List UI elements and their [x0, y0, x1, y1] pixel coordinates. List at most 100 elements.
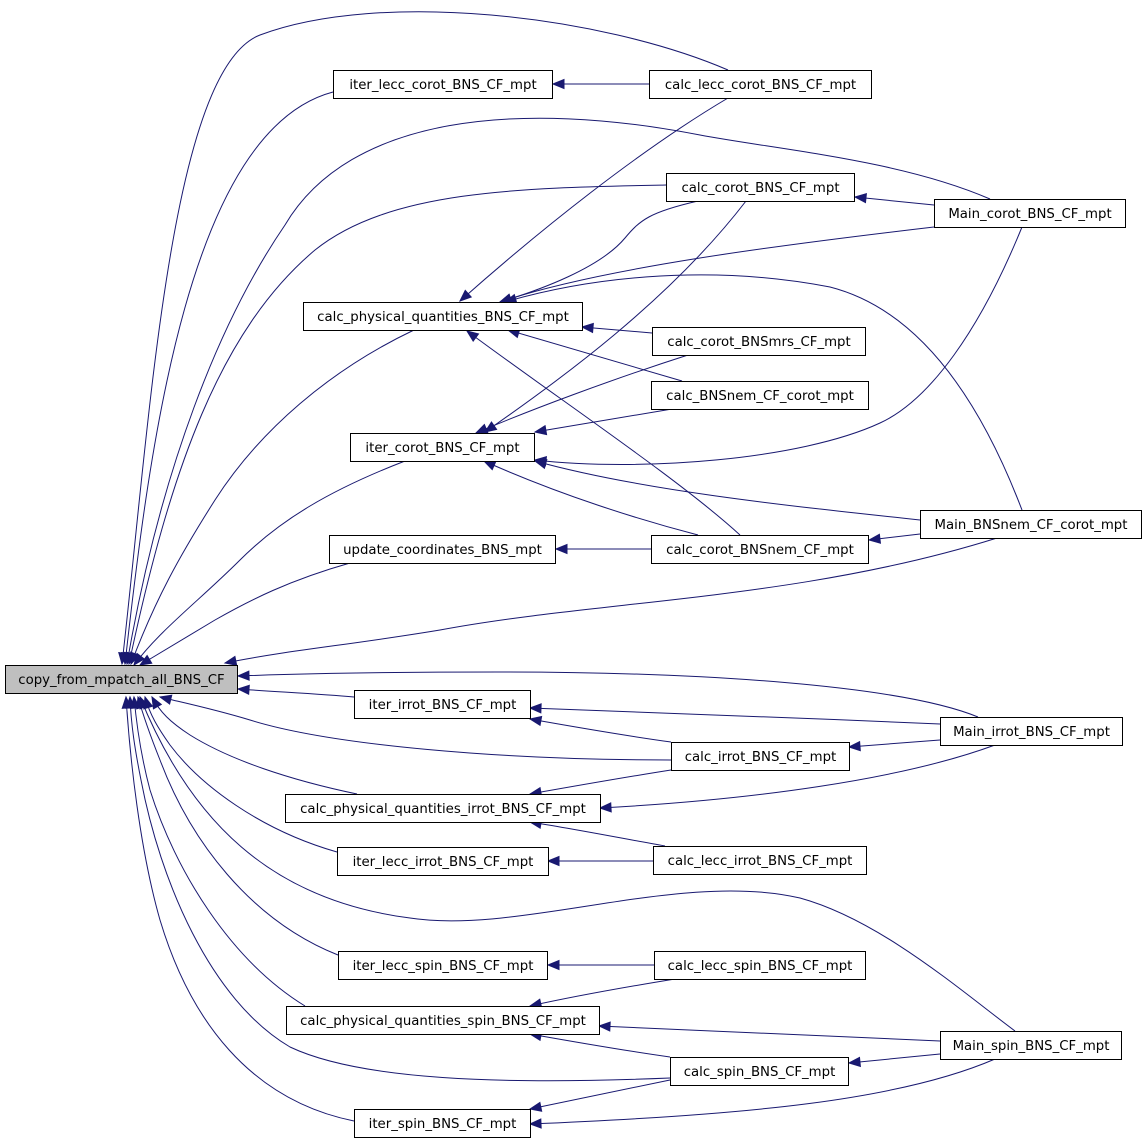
- node-iter-spin-bns-cf-mpt[interactable]: iter_spin_BNS_CF_mpt: [354, 1109, 531, 1138]
- node-calc-corot-bnsnem-cf-mpt[interactable]: calc_corot_BNSnem_CF_mpt: [651, 535, 869, 564]
- edge-main-bnsnem-cf-corot-mpt-to-calc-physical-quantities-bns-cf-mpt: [503, 274, 1023, 511]
- arrowhead: [236, 684, 250, 696]
- node-box[interactable]: [940, 1031, 1122, 1060]
- node-box[interactable]: [651, 535, 869, 564]
- edge-line: [130, 329, 415, 665]
- node-box[interactable]: [651, 381, 869, 410]
- node-calc-lecc-spin-bns-cf-mpt[interactable]: calc_lecc_spin_BNS_CF_mpt: [654, 951, 866, 980]
- edge-main-bnsnem-cf-corot-mpt-to-calc-corot-bnsnem-cf-mpt: [867, 533, 921, 544]
- node-label: calc_physical_quantities_BNS_CF_mpt: [317, 310, 569, 325]
- edge-main-corot-bns-cf-mpt-to-calc-corot-bns-cf-mpt: [853, 192, 935, 206]
- node-box[interactable]: [329, 535, 556, 564]
- edge-calc-spin-bns-cf-mpt-to-iter-spin-bns-cf-mpt: [528, 1079, 671, 1112]
- node-calc-physical-quantities-spin-bns-cf-mpt[interactable]: calc_physical_quantities_spin_BNS_CF_mpt: [286, 1006, 600, 1035]
- node-box[interactable]: [286, 1006, 600, 1035]
- node-box[interactable]: [303, 302, 583, 331]
- node-label: calc_irrot_BNS_CF_mpt: [685, 750, 837, 765]
- nodes-layer: copy_from_mpatch_all_BNS_CF iter_lecc_cor…: [5, 70, 1142, 1138]
- arrowhead: [867, 533, 882, 544]
- node-box[interactable]: [649, 70, 872, 99]
- edge-calc-lecc-irrot-bns-cf-mpt-to-iter-lecc-irrot-bns-cf-mpt: [546, 855, 653, 867]
- edge-calc-lecc-corot-bns-cf-mpt-to-calc-physical-quantities-bns-cf-mpt: [459, 97, 729, 302]
- edge-main-spin-bns-cf-mpt-to-calc-physical-quantities-spin-bns-cf-mpt: [597, 1021, 941, 1042]
- node-calc-lecc-corot-bns-cf-mpt[interactable]: calc_lecc_corot_BNS_CF_mpt: [649, 70, 872, 99]
- node-label: iter_lecc_corot_BNS_CF_mpt: [349, 78, 536, 93]
- edge-line: [133, 696, 306, 1007]
- node-box[interactable]: [5, 665, 238, 694]
- node-calc-lecc-irrot-bns-cf-mpt[interactable]: calc_lecc_irrot_BNS_CF_mpt: [653, 846, 867, 875]
- edge-line: [848, 739, 941, 748]
- node-copy-from-mpatch-all-bns-cf[interactable]: copy_from_mpatch_all_BNS_CF: [5, 665, 238, 694]
- edge-calc-corot-bns-cf-mpt-to-calc-physical-quantities-bns-cf-mpt: [498, 200, 699, 304]
- node-calc-irrot-bns-cf-mpt[interactable]: calc_irrot_BNS_CF_mpt: [671, 742, 850, 771]
- node-iter-irrot-bns-cf-mpt[interactable]: iter_irrot_BNS_CF_mpt: [354, 690, 531, 719]
- node-label: Main_irrot_BNS_CF_mpt: [953, 725, 1110, 740]
- arrowhead: [847, 740, 861, 752]
- arrowhead: [459, 289, 473, 302]
- node-box[interactable]: [285, 794, 601, 823]
- node-calc-bnsnem-cf-corot-mpt[interactable]: calc_BNSnem_CF_corot_mpt: [651, 381, 869, 410]
- node-label: iter_lecc_spin_BNS_CF_mpt: [353, 959, 534, 974]
- node-box[interactable]: [350, 433, 535, 462]
- edge-calc-irrot-bns-cf-mpt-to-iter-irrot-bns-cf-mpt: [528, 715, 672, 743]
- node-iter-lecc-corot-bns-cf-mpt[interactable]: iter_lecc_corot_BNS_CF_mpt: [333, 70, 553, 99]
- node-box[interactable]: [940, 717, 1123, 746]
- edge-main-bnsnem-cf-corot-mpt-to-copy-from-mpatch-all-bns-cf: [223, 537, 998, 666]
- node-calc-corot-bns-cf-mpt[interactable]: calc_corot_BNS_CF_mpt: [666, 173, 855, 202]
- node-iter-lecc-spin-bns-cf-mpt[interactable]: iter_lecc_spin_BNS_CF_mpt: [338, 951, 548, 980]
- node-box[interactable]: [666, 173, 855, 202]
- node-box[interactable]: [654, 951, 866, 980]
- node-box[interactable]: [338, 951, 548, 980]
- edge-calc-physical-quantities-bns-cf-mpt-to-copy-from-mpatch-all-bns-cf: [130, 329, 415, 666]
- node-box[interactable]: [333, 70, 553, 99]
- node-box[interactable]: [671, 742, 850, 771]
- node-box[interactable]: [652, 327, 866, 356]
- edge-update-coordinates-bns-mpt-to-copy-from-mpatch-all-bns-cf: [138, 562, 351, 666]
- node-box[interactable]: [653, 846, 867, 875]
- node-label: iter_spin_BNS_CF_mpt: [369, 1117, 517, 1132]
- edge-line: [534, 226, 1023, 465]
- node-label: calc_corot_BNSmrs_CF_mpt: [667, 335, 850, 350]
- edge-line: [848, 1053, 941, 1064]
- node-box[interactable]: [337, 847, 549, 876]
- edge-line: [151, 696, 358, 795]
- arrowhead: [597, 1021, 611, 1032]
- arrowhead: [465, 330, 480, 343]
- edge-line: [125, 696, 355, 1122]
- edge-line: [581, 326, 653, 334]
- node-main-spin-bns-cf-mpt[interactable]: Main_spin_BNS_CF_mpt: [940, 1031, 1122, 1060]
- edge-line: [529, 821, 666, 847]
- edge-iter-irrot-bns-cf-mpt-to-copy-from-mpatch-all-bns-cf: [236, 684, 355, 698]
- node-box[interactable]: [670, 1057, 849, 1086]
- node-label: calc_lecc_irrot_BNS_CF_mpt: [668, 854, 853, 869]
- node-main-corot-bns-cf-mpt[interactable]: Main_corot_BNS_CF_mpt: [934, 199, 1126, 228]
- edge-line: [529, 707, 941, 725]
- arrowhead: [528, 1118, 542, 1129]
- node-box[interactable]: [354, 690, 531, 719]
- node-calc-spin-bns-cf-mpt[interactable]: calc_spin_BNS_CF_mpt: [670, 1057, 849, 1086]
- node-update-coordinates-bns-mpt[interactable]: update_coordinates_BNS_mpt: [329, 535, 556, 564]
- edge-iter-spin-bns-cf-mpt-to-copy-from-mpatch-all-bns-cf: [121, 695, 355, 1122]
- node-calc-physical-quantities-bns-cf-mpt[interactable]: calc_physical_quantities_BNS_CF_mpt: [303, 302, 583, 331]
- node-box[interactable]: [920, 510, 1142, 539]
- node-calc-corot-bnsmrs-cf-mpt[interactable]: calc_corot_BNSmrs_CF_mpt: [652, 327, 866, 356]
- node-label: Main_spin_BNS_CF_mpt: [953, 1039, 1110, 1054]
- edge-iter-lecc-corot-bns-cf-mpt-to-copy-from-mpatch-all-bns-cf: [121, 91, 334, 666]
- edge-calc-irrot-bns-cf-mpt-to-calc-physical-quantities-irrot-bns-cf-mpt: [528, 769, 672, 798]
- node-main-bnsnem-cf-corot-mpt[interactable]: Main_BNSnem_CF_corot_mpt: [920, 510, 1142, 539]
- node-iter-corot-bns-cf-mpt[interactable]: iter_corot_BNS_CF_mpt: [350, 433, 535, 462]
- edge-line: [529, 769, 672, 795]
- node-calc-physical-quantities-irrot-bns-cf-mpt[interactable]: calc_physical_quantities_irrot_BNS_CF_mp…: [285, 794, 601, 823]
- edge-calc-lecc-corot-bns-cf-mpt-to-copy-from-mpatch-all-bns-cf: [118, 11, 729, 666]
- edge-line: [529, 1079, 671, 1110]
- node-main-irrot-bns-cf-mpt[interactable]: Main_irrot_BNS_CF_mpt: [940, 717, 1123, 746]
- edge-calc-lecc-spin-bns-cf-mpt-to-calc-physical-quantities-spin-bns-cf-mpt: [528, 978, 676, 1009]
- arrowhead: [533, 424, 548, 436]
- edge-line: [126, 117, 991, 665]
- edge-calc-physical-quantities-spin-bns-cf-mpt-to-copy-from-mpatch-all-bns-cf: [129, 695, 306, 1007]
- node-box[interactable]: [934, 199, 1126, 228]
- node-iter-lecc-irrot-bns-cf-mpt[interactable]: iter_lecc_irrot_BNS_CF_mpt: [337, 847, 549, 876]
- node-box[interactable]: [354, 1109, 531, 1138]
- edge-calc-corot-bnsmrs-cf-mpt-to-iter-corot-bns-cf-mpt: [474, 354, 689, 434]
- edge-line: [499, 226, 935, 303]
